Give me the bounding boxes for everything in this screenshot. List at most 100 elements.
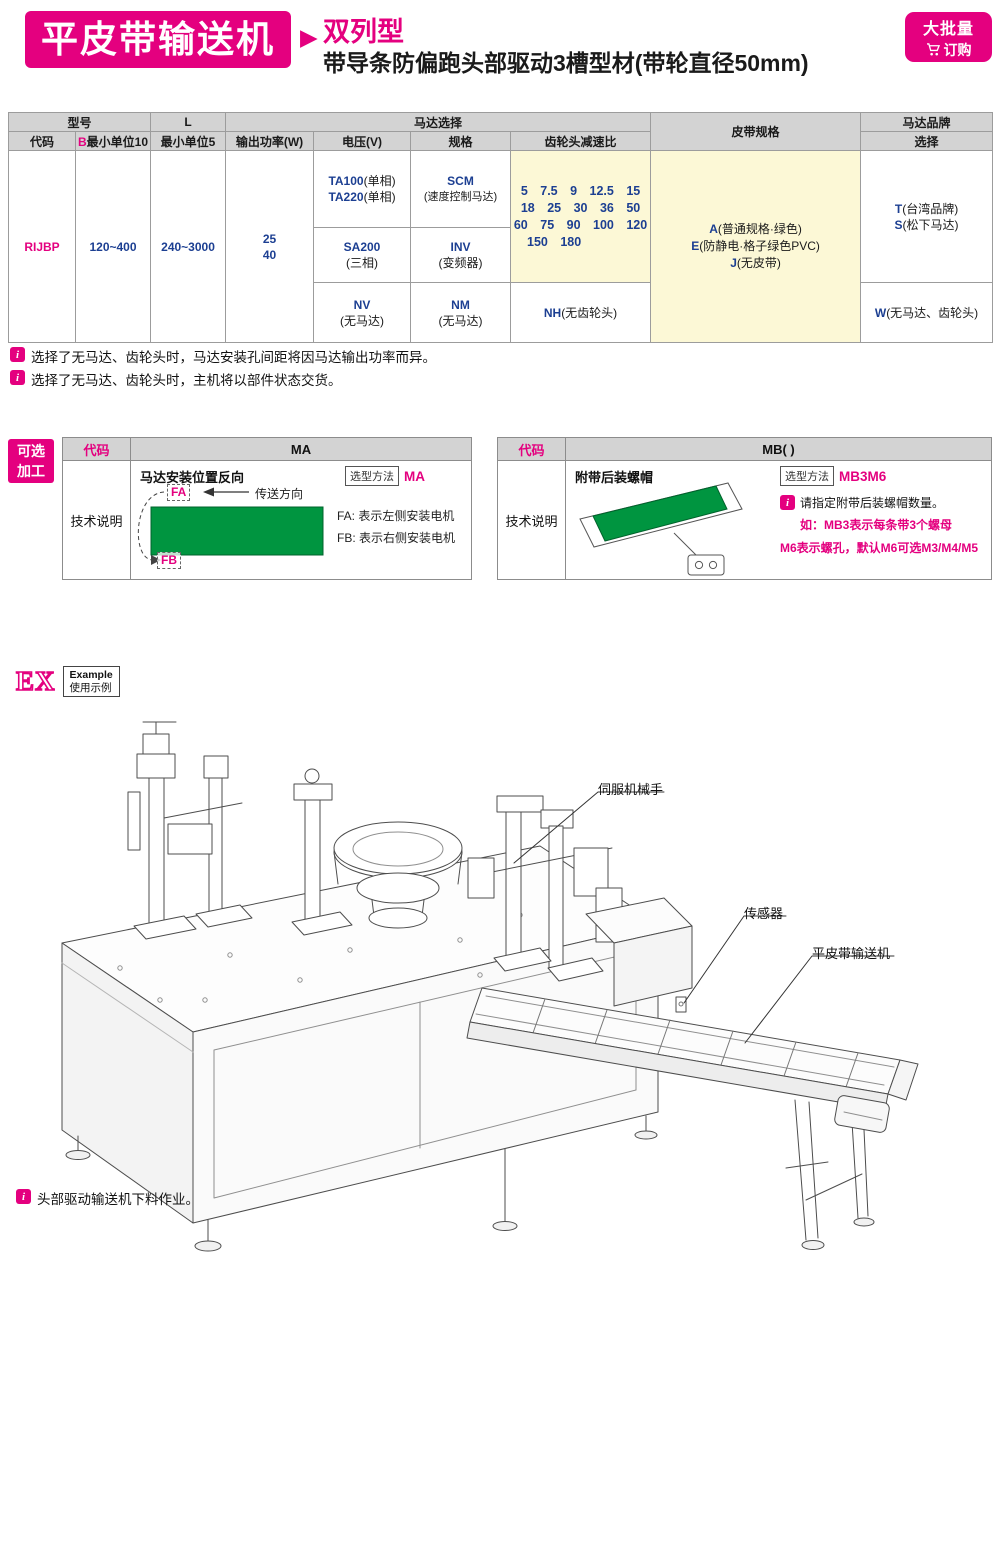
header-voltage: 电压(V) — [313, 131, 412, 151]
drawing-note: i 头部驱动输送机下料作业。 — [16, 1188, 199, 1208]
option-desc: (单相) — [363, 174, 396, 188]
option-code: NH — [543, 306, 562, 320]
spec-table: 型号 L 马达选择 皮带规格 马达品牌 代码 B最小单位10 最小单位5 输出功… — [7, 112, 994, 343]
example-badge: EX Example 使用示例 — [15, 666, 120, 697]
mb-method: 选型方法 MB3M6 — [780, 466, 886, 486]
header-gear-ratio: 齿轮头减速比 — [510, 131, 652, 151]
mb-table-header: 代码 MB( ) — [498, 438, 991, 461]
example-box: Example 使用示例 — [62, 666, 120, 697]
option-code: T — [894, 201, 903, 216]
model-code: RIJBP — [8, 150, 76, 343]
option-desc: (无马达) — [438, 313, 483, 328]
option-code: TA220 — [328, 190, 364, 204]
ma-direction-label: 传送方向 — [255, 487, 304, 501]
header-belt-spec: 皮带规格 — [650, 112, 862, 151]
option-ma-table: 代码 MA 技术说明 马达安装位置反向 选型方法 MA FA FB 传送方向 F… — [62, 437, 472, 580]
option-code: INV — [450, 240, 471, 254]
info-icon: i — [10, 370, 25, 385]
power-option: 40 — [262, 247, 277, 262]
mb-tech-label: 技术说明 — [498, 461, 566, 579]
note-1: i 选择了无马达、齿轮头时，马达安装孔间距将因马达输出功率而异。 — [10, 346, 436, 366]
cart-icon — [926, 43, 940, 56]
leader-lines — [513, 791, 895, 1044]
header-l: L — [150, 112, 227, 132]
option-code: W — [874, 306, 887, 320]
head-drive-motor — [834, 1095, 890, 1133]
option-code: SCM — [447, 174, 474, 188]
ma-tech-label: 技术说明 — [63, 461, 131, 579]
mb-code-header: 代码 — [498, 438, 566, 460]
spec-scm: SCM (速度控制马达) — [410, 150, 512, 228]
mb-method-value: MB3M6 — [839, 468, 887, 484]
ma-code-header: 代码 — [63, 438, 131, 460]
option-code: E — [691, 239, 700, 253]
gear-line: 60 75 90 100 120 — [513, 217, 648, 232]
machine-drawing — [61, 721, 919, 1252]
optional-tag-line1: 可选 — [17, 443, 45, 459]
ma-method-value: MA — [404, 468, 425, 484]
subtitle: 带导条防偏跑头部驱动3槽型材(带轮直径50mm) — [323, 50, 809, 76]
header-b-bold: B — [78, 134, 87, 149]
option-desc: (速度控制马达) — [423, 191, 498, 203]
l-range: 240~3000 — [150, 150, 227, 343]
brand-options: T(台湾品牌) S(松下马达) — [860, 150, 994, 283]
header-code: 代码 — [8, 131, 76, 151]
left-station — [127, 721, 253, 940]
ma-content: 马达安装位置反向 选型方法 MA FA FB 传送方向 FA: 表示左侧安装电机… — [131, 461, 471, 579]
voltage-none: NV (无马达) — [313, 282, 412, 343]
voltage-three-phase: SA200 (三相) — [313, 227, 412, 283]
header-b-rest: 最小单位10 — [86, 134, 149, 149]
mb-diagram — [579, 482, 743, 576]
ex-letters: EX — [15, 666, 56, 696]
option-desc: (变频器) — [438, 256, 483, 270]
belt-spec-options: A(普通规格·绿色) E(防静电·格子绿色PVC) J(无皮带) — [650, 150, 862, 343]
drawing-note-text: 头部驱动输送机下料作业。 — [37, 1192, 199, 1207]
mb-code-value: MB( ) — [566, 438, 991, 460]
ma-fb-label: FB — [157, 552, 181, 569]
voltage-single-phase: TA100(单相) TA220(单相) — [313, 150, 412, 228]
flat-belt-conveyor — [466, 987, 919, 1250]
option-desc: (无马达) — [340, 313, 385, 328]
option-desc: (单相) — [363, 190, 396, 204]
page-title: 平皮带输送机 — [25, 11, 291, 68]
header-spec: 规格 — [410, 131, 512, 151]
equipment-box — [585, 897, 693, 1007]
badge-line2: 订购 — [943, 41, 972, 58]
ma-code-value: MA — [131, 438, 471, 460]
ma-method-label: 选型方法 — [345, 466, 399, 486]
info-icon: i — [10, 347, 25, 362]
arrow-icon: ▶ — [300, 24, 318, 50]
bulk-order-badge: 大批量 订购 — [905, 12, 992, 62]
option-desc: (无皮带) — [736, 256, 781, 270]
option-mb-table: 代码 MB( ) 技术说明 附带后装螺帽 选型方法 MB3M6 i 请指定附带后… — [497, 437, 992, 580]
ma-fa-label: FA — [167, 484, 191, 501]
badge-line2-row: 订购 — [926, 40, 972, 60]
power-options: 25 40 — [225, 150, 315, 343]
optional-processing-tag: 可选 加工 — [8, 439, 54, 483]
option-desc: (无马达、齿轮头) — [886, 306, 979, 320]
option-desc: (普通规格·绿色) — [717, 222, 802, 236]
spec-inv: INV (变频器) — [410, 227, 512, 283]
mb-note-2: 如：MB3表示每条带3个螺母 — [800, 518, 953, 532]
header-brand-select: 选择 — [860, 131, 994, 151]
note-2-text: 选择了无马达、齿轮头时，主机将以部件状态交货。 — [31, 373, 342, 388]
gear-none: NH(无齿轮头) — [510, 282, 652, 343]
option-desc: (无齿轮头) — [561, 306, 618, 320]
mb-method-label: 选型方法 — [780, 466, 834, 486]
servo-manipulator — [467, 795, 623, 982]
label-servo-manipulator: 伺服机械手 — [598, 782, 664, 797]
info-icon: i — [780, 495, 795, 510]
note-2: i 选择了无马达、齿轮头时，主机将以部件状态交货。 — [10, 369, 342, 389]
spec-none: NM (无马达) — [410, 282, 512, 343]
note-1-text: 选择了无马达、齿轮头时，马达安装孔间距将因马达输出功率而异。 — [31, 350, 436, 365]
option-code: SA200 — [343, 240, 381, 254]
mb-title: 附带后装螺帽 — [575, 470, 654, 485]
header-l-unit: 最小单位5 — [150, 131, 227, 151]
option-code: TA100 — [328, 174, 364, 188]
mb-note-1-text: 请指定附带后装螺帽数量。 — [800, 496, 945, 510]
ma-title: 马达安装位置反向 — [140, 470, 245, 485]
header-motor-select: 马达选择 — [225, 112, 652, 132]
header-model: 型号 — [7, 112, 152, 132]
power-option: 25 — [262, 231, 277, 246]
bowl-feeder — [333, 821, 463, 929]
